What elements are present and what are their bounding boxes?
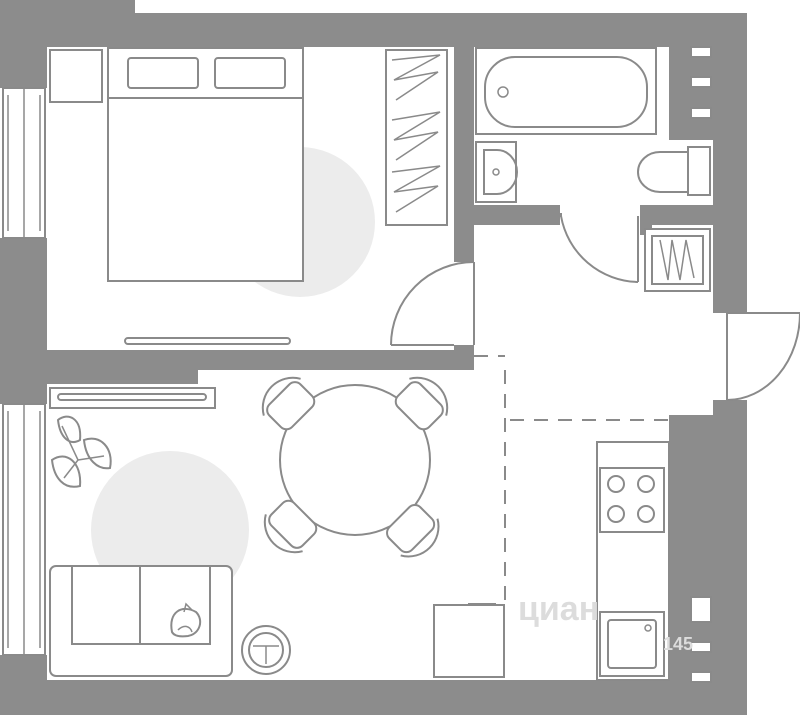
plant-icon [50, 415, 112, 488]
bedroom-door-icon [390, 261, 475, 346]
kitchen-cabinet [433, 603, 505, 678]
washer-icon [644, 228, 711, 292]
window-living-icon [2, 403, 46, 656]
chair-icon [263, 499, 318, 554]
window-bath-vents-icon [690, 46, 712, 119]
door-icon [560, 213, 639, 283]
bed-icon [107, 47, 304, 282]
window-kitchen-icon [690, 596, 712, 683]
watermark-code: 145 [663, 634, 693, 654]
inner-walls [40, 40, 713, 384]
watermark-brand: циан [518, 590, 599, 628]
chair-icon [394, 376, 449, 431]
bathtub-icon [475, 47, 657, 135]
kitchen-sink-icon [599, 611, 665, 677]
zone-divider [474, 355, 669, 610]
toilet-icon [637, 146, 711, 196]
chair-icon [261, 376, 316, 431]
stove-icon [599, 467, 665, 533]
entrance-door-icon [726, 312, 800, 401]
robot-vacuum-icon [241, 625, 291, 675]
outer-walls [0, 0, 747, 715]
living-shelf [49, 387, 216, 409]
chair-icon [386, 504, 440, 558]
nightstand [49, 49, 103, 103]
cat-icon [170, 602, 202, 638]
watermark: циан 145 [518, 590, 693, 654]
dining-table-icon [279, 384, 431, 536]
wardrobe-icon [385, 49, 448, 226]
window-bedroom-icon [2, 87, 46, 239]
bedroom-shelf [124, 337, 291, 345]
sofa-icon [49, 565, 233, 677]
sink-icon [475, 141, 518, 203]
